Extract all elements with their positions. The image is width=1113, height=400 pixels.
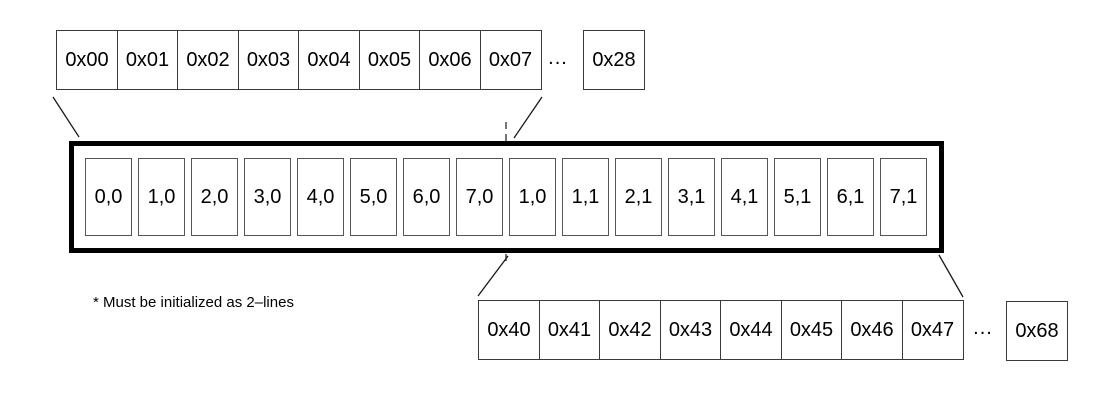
bottom-row-ellipsis: ... — [973, 316, 993, 339]
connector-top-left-line — [52, 96, 80, 138]
display-character-cell: 6,0 — [403, 158, 450, 236]
connector-top-right-line — [513, 96, 543, 139]
address-cell: 0x04 — [298, 30, 360, 90]
address-cell: 0x46 — [841, 300, 903, 360]
address-cell: 0x41 — [538, 300, 601, 360]
display-character-cell: 1,0 — [509, 158, 556, 236]
display-character-cell: 5,0 — [350, 158, 397, 236]
display-character-cell: 2,1 — [615, 158, 662, 236]
display-character-cell: 4,0 — [297, 158, 344, 236]
display-character-cell: 2,0 — [191, 158, 238, 236]
display-character-cell: 7,1 — [880, 158, 927, 236]
address-cell: 0x00 — [56, 30, 118, 90]
display-character-cell: 4,1 — [721, 158, 768, 236]
address-cell: 0x45 — [780, 300, 843, 360]
display-character-cell: 1,0 — [138, 158, 185, 236]
footnote: * Must be initialized as 2–lines — [93, 294, 294, 311]
address-cell: 0x47 — [901, 300, 964, 360]
address-cell: 0x42 — [599, 300, 661, 360]
display-character-cell: 3,1 — [668, 158, 715, 236]
address-cell: 0x05 — [358, 30, 421, 90]
address-cell: 0x43 — [659, 300, 722, 360]
top-row-last-address-cell: 0x28 — [583, 30, 645, 90]
display-character-cell: 5,1 — [774, 158, 821, 236]
display-character-cell: 1,1 — [562, 158, 609, 236]
address-cell: 0x01 — [116, 30, 179, 90]
display-character-cell: 0,0 — [85, 158, 132, 236]
display-character-cell: 7,0 — [456, 158, 503, 236]
bottom-row-last-address-cell: 0x68 — [1006, 301, 1068, 361]
address-cell: 0x06 — [419, 30, 481, 90]
display-character-cell: 6,1 — [827, 158, 874, 236]
connector-bottom-left-line — [477, 255, 509, 297]
display-character-cell: 3,0 — [244, 158, 291, 236]
address-cell: 0x03 — [237, 30, 300, 90]
address-cell: 0x02 — [177, 30, 239, 90]
address-cell: 0x44 — [720, 300, 782, 360]
address-cell: 0x40 — [478, 300, 540, 360]
top-row-ellipsis: ... — [548, 46, 568, 69]
connector-bottom-right-line — [938, 254, 964, 298]
address-cell: 0x07 — [479, 30, 542, 90]
